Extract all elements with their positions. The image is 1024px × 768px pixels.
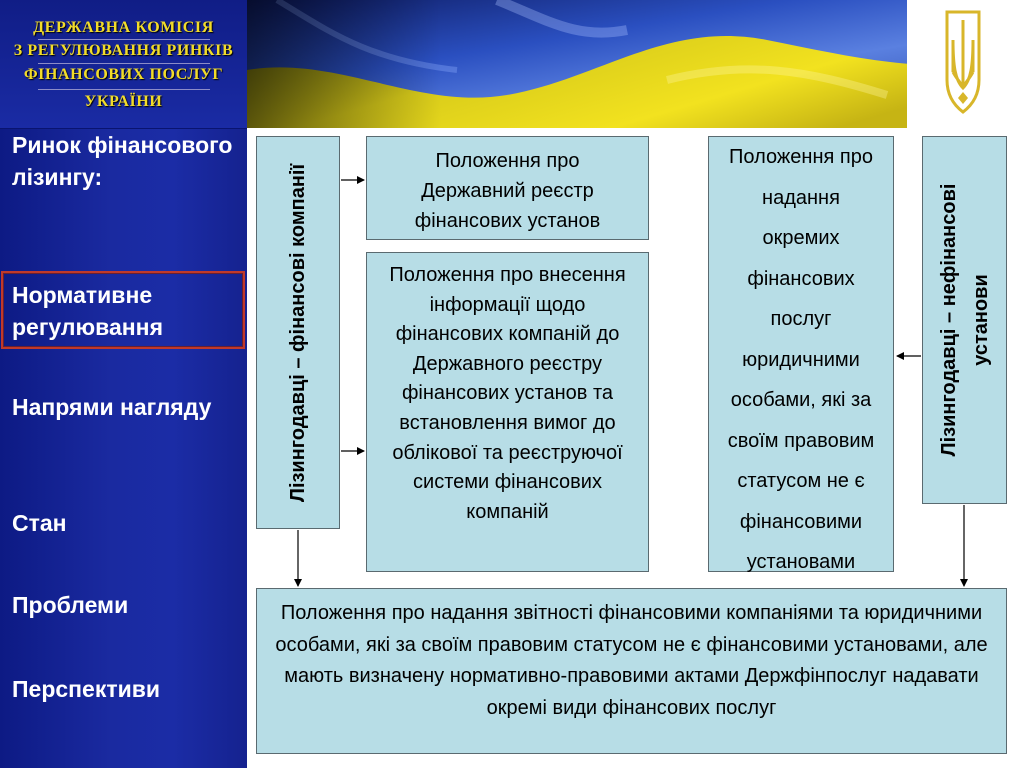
services-regulation-box: Положення про надання окремих фінансових… bbox=[708, 136, 894, 573]
logo-divider bbox=[38, 63, 210, 64]
nav-item-regulation[interactable]: Нормативне регулювання bbox=[12, 282, 163, 340]
nav-item-leasing-market[interactable]: Ринок фінансового лізингу: bbox=[12, 132, 233, 190]
sidebar: ДЕРЖАВНА КОМІСІЯ З РЕГУЛЮВАННЯ РИНКІВ ФІ… bbox=[0, 0, 247, 768]
commission-logo: ДЕРЖАВНА КОМІСІЯ З РЕГУЛЮВАННЯ РИНКІВ ФІ… bbox=[0, 0, 247, 129]
trident-emblem-icon bbox=[945, 10, 981, 114]
logo-divider bbox=[38, 89, 210, 90]
nav-item-problems[interactable]: Проблеми bbox=[12, 592, 129, 618]
logo-text-line: З РЕГУЛЮВАННЯ РИНКІВ bbox=[13, 42, 234, 59]
logo-text-line: ДЕРЖАВНА КОМІСІЯ bbox=[33, 19, 214, 36]
logo-text-line: ФІНАНСОВИХ ПОСЛУГ bbox=[23, 66, 224, 83]
logo-divider bbox=[38, 39, 210, 40]
registry-regulation-box: Положення про Державний реєстр фінансови… bbox=[366, 136, 649, 240]
registry-info-regulation-text: Положення про внесення інформації щодо ф… bbox=[389, 264, 626, 523]
reporting-regulation-text: Положення про надання звітності фінансов… bbox=[275, 602, 988, 719]
reporting-regulation-box: Положення про надання звітності фінансов… bbox=[256, 588, 1007, 754]
lessors-nonfinancial-box: Лізингодавці – нефінансові установи bbox=[922, 136, 1007, 504]
nav-item-state[interactable]: Стан bbox=[12, 510, 67, 536]
flag-banner bbox=[247, 0, 1024, 128]
registry-info-regulation-box: Положення про внесення інформації щодо ф… bbox=[366, 252, 649, 572]
nav-item-prospects[interactable]: Перспективи bbox=[12, 676, 161, 702]
nav-item-supervision[interactable]: Напрями нагляду bbox=[12, 394, 212, 420]
lessors-financial-companies-box: Лізингодавці – фінансові компанії bbox=[256, 136, 340, 529]
active-nav-highlight bbox=[1, 271, 245, 349]
registry-regulation-text: Положення про Державний реєстр фінансови… bbox=[414, 150, 601, 232]
ukrainian-flag-image bbox=[247, 0, 1024, 128]
services-regulation-text: Положення про надання окремих фінансових… bbox=[727, 146, 875, 573]
logo-text-line: УКРАЇНИ bbox=[84, 93, 163, 110]
